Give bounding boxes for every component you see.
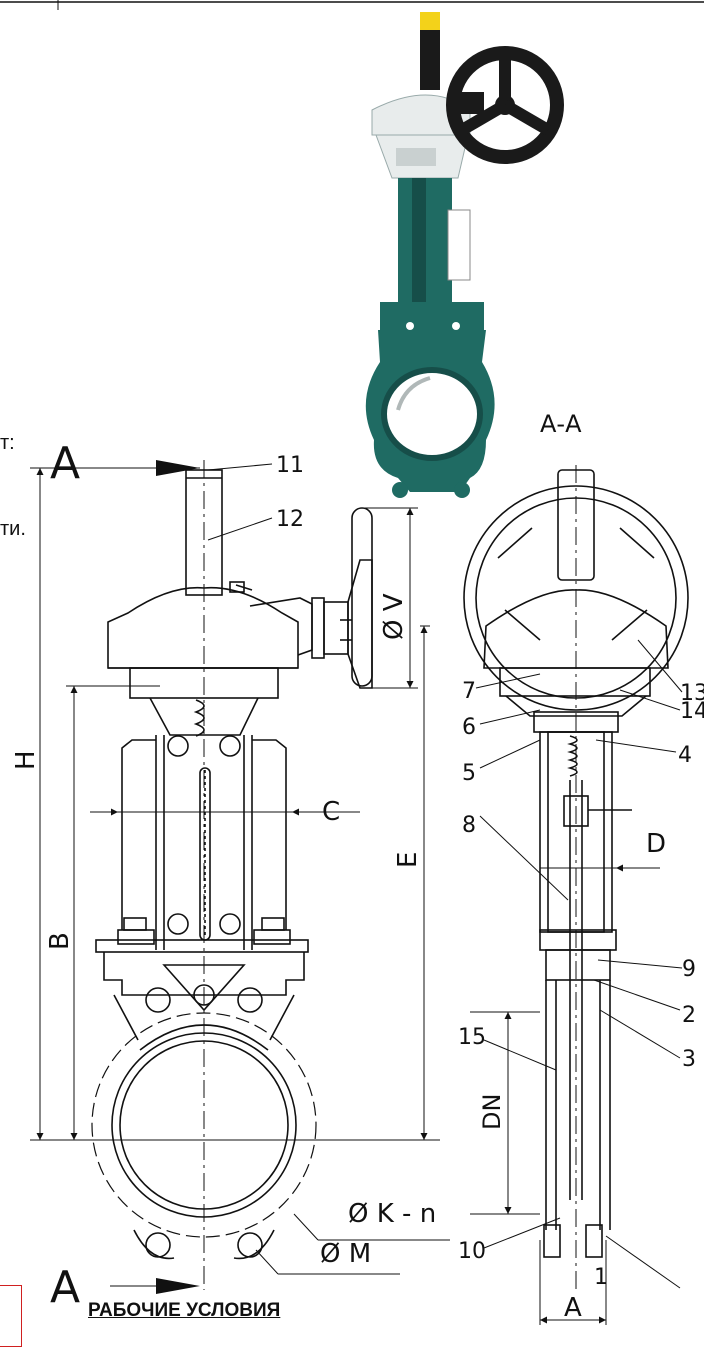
dim-label-m: Ø M <box>320 1239 371 1269</box>
dim-label-e: E <box>393 852 423 868</box>
part-number-10: 10 <box>458 1239 486 1264</box>
dim-label-d: D <box>646 829 666 859</box>
labels: А А А-А H B E Ø V C D Ø K - n Ø M DN A 1… <box>11 410 704 1323</box>
front-view <box>30 460 450 1294</box>
operating-conditions-heading: РАБОЧИЕ УСЛОВИЯ <box>88 1300 281 1321</box>
dim-label-k: Ø K - n <box>348 1199 436 1229</box>
section-title: А-А <box>540 410 582 438</box>
part-number-12: 12 <box>276 507 304 532</box>
text-fragment-top: т: <box>0 432 15 454</box>
part-number-5: 5 <box>462 761 476 786</box>
section-marker-bottom: А <box>50 1262 80 1313</box>
dim-label-a: A <box>564 1293 582 1323</box>
dim-label-h: H <box>11 750 41 770</box>
part-number-4: 4 <box>678 743 692 768</box>
section-view <box>463 465 689 1325</box>
part-number-15: 15 <box>458 1025 486 1050</box>
dim-label-c: C <box>322 797 340 827</box>
part-number-14: 14 <box>680 699 704 724</box>
part-number-11: 11 <box>276 453 304 478</box>
dim-label-dn: DN <box>478 1094 506 1130</box>
section-marker-top: А <box>50 438 80 489</box>
dim-label-v: Ø V <box>379 593 409 640</box>
part-number-7: 7 <box>462 679 476 704</box>
part-number-1: 1 <box>594 1265 608 1290</box>
part-number-6: 6 <box>462 715 476 740</box>
dim-label-b: B <box>45 932 75 950</box>
text-fragment-mid: ти. <box>0 518 26 540</box>
valve-photo <box>365 12 564 498</box>
part-number-9: 9 <box>682 957 696 982</box>
part-number-2: 2 <box>682 1003 696 1028</box>
part-number-3: 3 <box>682 1047 696 1072</box>
part-number-13: 13 <box>680 681 704 706</box>
part-number-8: 8 <box>462 813 476 838</box>
